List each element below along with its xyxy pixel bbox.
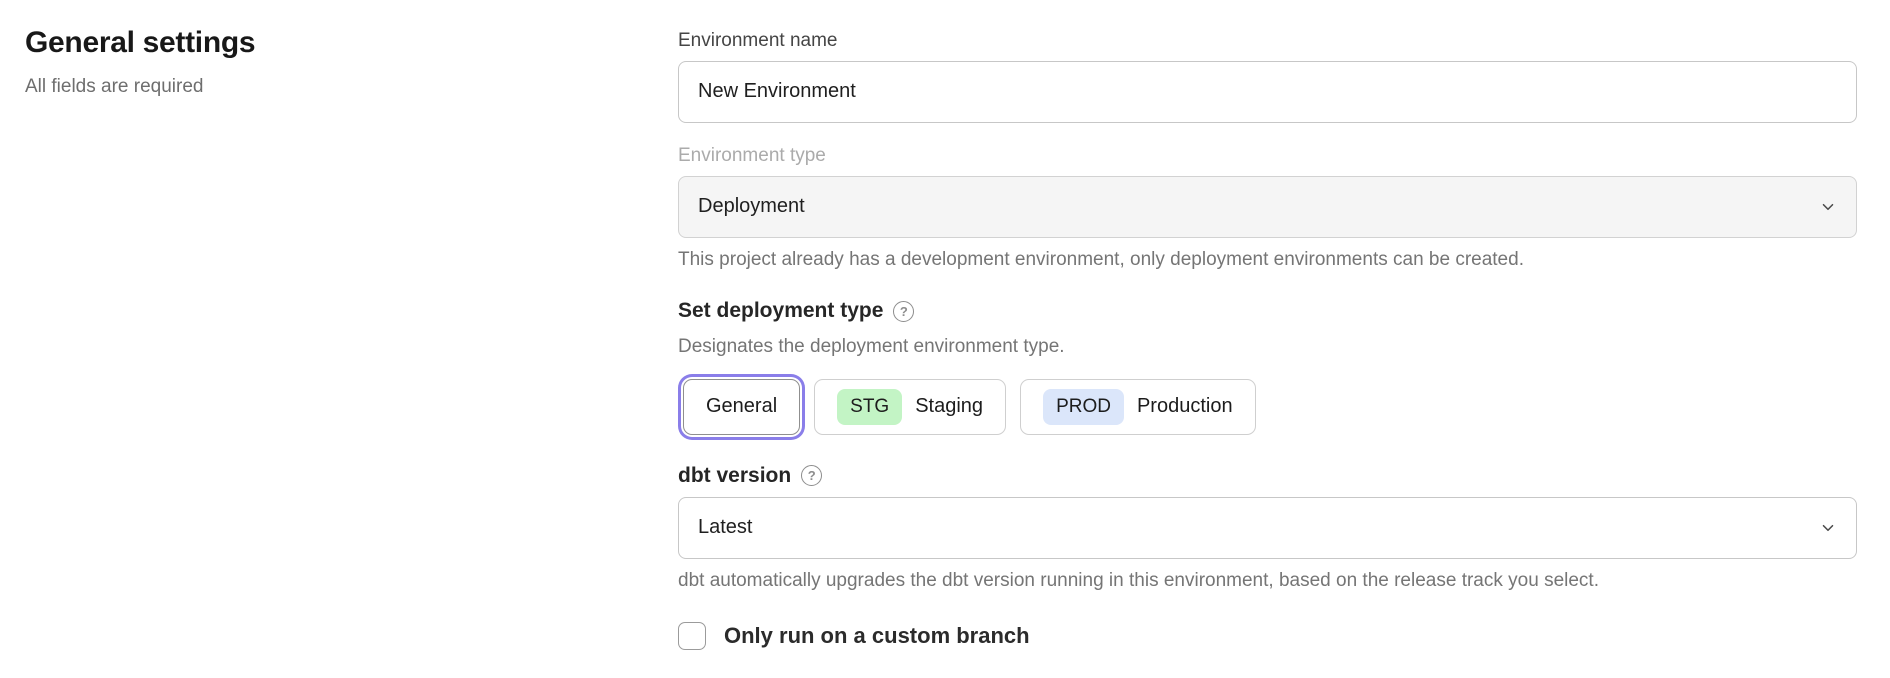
environment-type-value: Deployment (698, 195, 805, 218)
dbt-version-helper: dbt automatically upgrades the dbt versi… (678, 569, 1599, 591)
environment-type-select[interactable]: Deployment (678, 175, 1857, 238)
dbt-version-group: dbt version ? Latest dbt automatically u… (678, 464, 1857, 593)
chevron-down-icon (1822, 203, 1834, 210)
deployment-type-description: Designates the deployment environment ty… (678, 335, 1065, 357)
production-option-label: Production (1136, 395, 1233, 418)
production-badge: PROD (1043, 388, 1124, 425)
general-option-label: General (706, 395, 778, 418)
page-subtitle: All fields are required (25, 76, 204, 97)
environment-name-group: Environment name (678, 30, 1857, 123)
dbt-version-select[interactable]: Latest (678, 496, 1857, 559)
environment-type-helper: This project already has a development e… (678, 248, 1524, 270)
deployment-type-production-button[interactable]: PROD Production (1020, 378, 1256, 435)
environment-type-label: Environment type (678, 144, 826, 166)
deployment-type-group: Set deployment type ? Designates the dep… (678, 299, 1857, 439)
page-title: General settings (25, 26, 256, 59)
dbt-version-heading: dbt version (678, 463, 792, 487)
settings-summary-panel: General settings All fields are required (0, 0, 678, 678)
help-icon[interactable]: ? (893, 301, 915, 322)
deployment-type-general-button[interactable]: General (683, 378, 801, 435)
chevron-down-icon (1822, 524, 1834, 531)
custom-branch-row: Only run on a custom branch (678, 622, 1857, 651)
staging-badge: STG (837, 388, 903, 425)
environment-settings-form: Environment name Environment type Deploy… (678, 0, 1890, 678)
help-icon[interactable]: ? (801, 465, 823, 487)
dbt-version-value: Latest (698, 516, 753, 539)
deployment-type-staging-button[interactable]: STG Staging (814, 378, 1007, 435)
custom-branch-label: Only run on a custom branch (724, 623, 1030, 649)
environment-type-group: Environment type Deployment This project… (678, 145, 1857, 272)
custom-branch-checkbox[interactable] (678, 622, 706, 651)
deployment-type-heading: Set deployment type (678, 299, 884, 323)
environment-name-label: Environment name (678, 30, 838, 51)
staging-option-label: Staging (915, 395, 984, 418)
deployment-type-options: General STG Staging PROD Production (678, 374, 1857, 440)
environment-name-input[interactable] (678, 60, 1857, 123)
